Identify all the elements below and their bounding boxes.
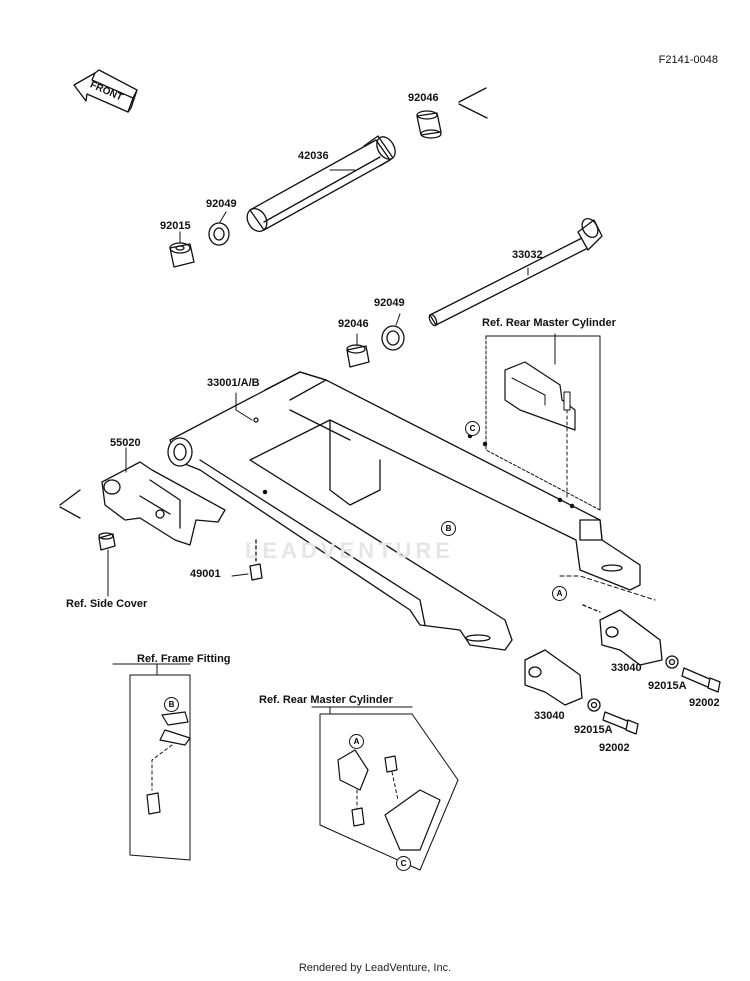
label-42036: 42036	[298, 150, 329, 162]
label-92049-top: 92049	[206, 198, 237, 210]
label-92015: 92015	[160, 220, 191, 232]
label-92002-right: 92002	[689, 697, 720, 709]
pivot-axle-33032	[428, 218, 603, 327]
bearing-92046-top	[416, 87, 488, 139]
label-92046-top: 92046	[408, 92, 439, 104]
marker-C-bottom: C	[396, 856, 411, 871]
bolt-92002-right	[681, 667, 721, 693]
bearing-92046-lower	[346, 344, 370, 368]
label-92046-lower: 92046	[338, 318, 369, 330]
ref-panel-frame-fitting	[129, 674, 191, 861]
ref-rear-master-top: Ref. Rear Master Cylinder	[482, 317, 616, 329]
ref-rear-master-bottom: Ref. Rear Master Cylinder	[259, 694, 393, 706]
grease-nipple-49001	[249, 539, 263, 581]
label-92049-lower: 92049	[374, 297, 405, 309]
label-92015A-right: 92015A	[648, 680, 687, 692]
watermark: LEADVENTURE	[245, 538, 455, 563]
label-33040-left: 33040	[534, 710, 565, 722]
label-33001: 33001/A/B	[207, 377, 260, 389]
marker-B-bottom: B	[164, 697, 179, 712]
diagram-code: F2141-0048	[658, 54, 718, 66]
adjuster-33040-right	[582, 604, 663, 666]
marker-C-top: C	[465, 421, 480, 436]
ref-panel-rear-master-bottom	[319, 713, 459, 871]
label-92015A-left: 92015A	[574, 724, 613, 736]
marker-B-top: B	[441, 521, 456, 536]
marker-A-top: A	[552, 586, 567, 601]
bolt-92002-left	[602, 711, 639, 735]
ref-side-cover: Ref. Side Cover	[66, 598, 148, 610]
label-49001: 49001	[190, 568, 221, 580]
leader-lines	[107, 169, 556, 715]
marker-A-bottom: A	[349, 734, 364, 749]
swingarm-33001	[167, 371, 641, 651]
footer-credit: Rendered by LeadVenture, Inc.	[298, 962, 452, 974]
label-33040-right: 33040	[611, 662, 642, 674]
seal-92049-lower	[381, 325, 405, 351]
label-33032: 33032	[512, 249, 543, 261]
label-55020: 55020	[110, 437, 141, 449]
nut-92015A-left	[587, 698, 601, 712]
pivot-pipe-42036	[246, 135, 396, 232]
ref-box-rear-master-top	[485, 335, 601, 511]
front-arrow-icon	[73, 69, 138, 113]
chain-guide-55020	[59, 461, 226, 546]
label-92002-left: 92002	[599, 742, 630, 754]
seal-92049-top	[208, 222, 230, 246]
ref-frame-fitting: Ref. Frame Fitting	[137, 653, 231, 665]
collar	[98, 532, 116, 551]
nut-92015	[169, 242, 195, 268]
adjuster-33040-left	[524, 649, 583, 706]
guide-dashes	[559, 575, 656, 601]
nut-92015A-right	[665, 655, 679, 669]
